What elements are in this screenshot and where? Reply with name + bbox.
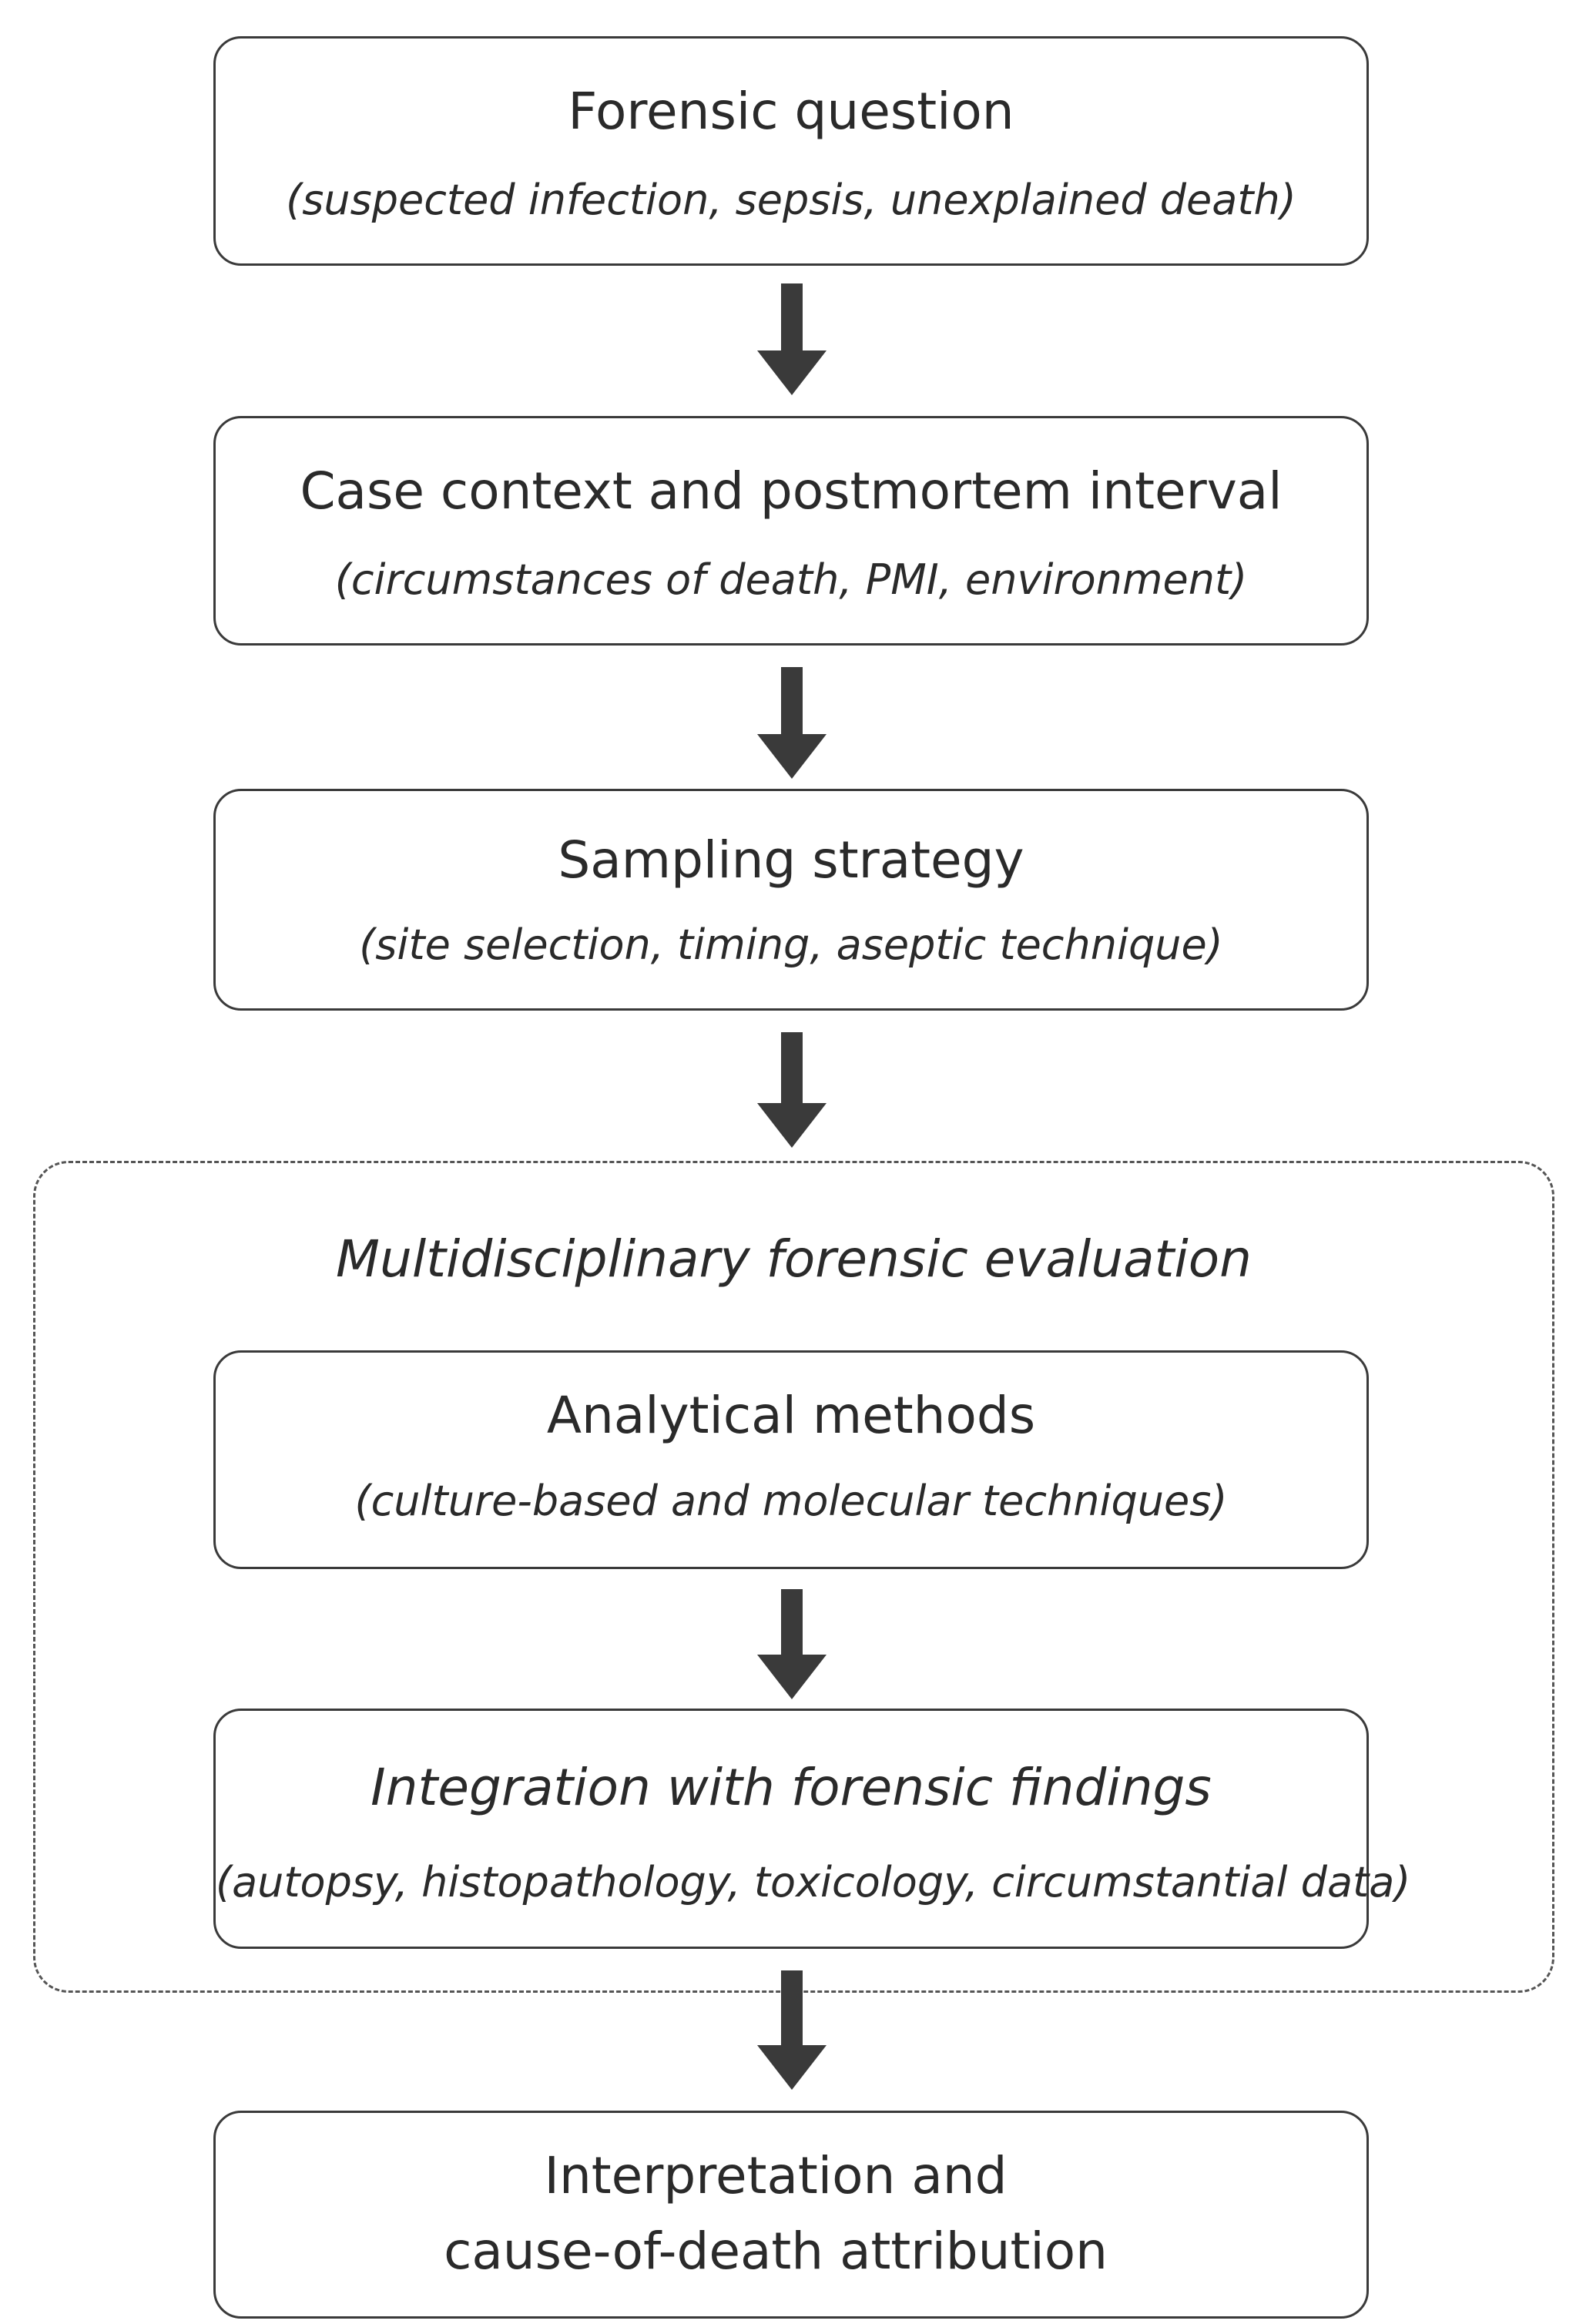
group-label: Multidisciplinary forensic evaluation	[336, 1229, 1252, 1289]
down-arrow-icon	[757, 667, 827, 779]
step-title-line1: Interpretation and	[544, 2146, 1008, 2205]
step-forensic-question: Forensic question (suspected infection, …	[213, 36, 1369, 266]
step-integration-findings: Integration with forensic findings (auto…	[213, 1709, 1411, 1949]
down-arrow-icon	[757, 1589, 827, 1699]
step-subtitle: (culture-based and molecular techniques)	[354, 1477, 1228, 1525]
step-subtitle: (autopsy, histopathology, toxicology, ci…	[216, 1858, 1411, 1906]
step-title: Case context and postmortem interval	[300, 461, 1283, 521]
step-subtitle: (circumstances of death, PMI, environmen…	[334, 555, 1248, 604]
step-title: Integration with forensic findings	[371, 1758, 1212, 1817]
step-title: Forensic question	[568, 82, 1014, 141]
step-title-line2: cause-of-death attribution	[444, 2222, 1108, 2281]
step-interpretation: Interpretation and cause-of-death attrib…	[213, 2111, 1369, 2319]
step-subtitle: (site selection, timing, aseptic techniq…	[359, 921, 1223, 969]
down-arrow-icon	[757, 1970, 827, 2090]
step-subtitle: (suspected infection, sepsis, unexplaine…	[286, 176, 1296, 224]
step-title: Analytical methods	[546, 1386, 1036, 1445]
down-arrow-icon	[757, 283, 827, 395]
step-case-context: Case context and postmortem interval (ci…	[213, 416, 1369, 646]
step-title: Sampling strategy	[558, 830, 1024, 890]
down-arrow-icon	[757, 1032, 827, 1148]
step-sampling-strategy: Sampling strategy (site selection, timin…	[213, 789, 1369, 1011]
step-analytical-methods: Analytical methods (culture-based and mo…	[213, 1350, 1369, 1569]
